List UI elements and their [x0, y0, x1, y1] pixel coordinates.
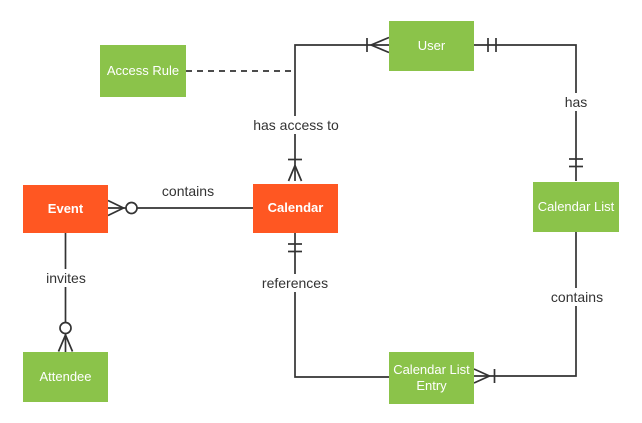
- entity-attendee-label: Attendee: [39, 368, 92, 384]
- entity-user: User: [389, 21, 474, 71]
- relationship-label-contains-calendarlist-entry: contains: [546, 288, 608, 306]
- entity-calendar-list-label: Calendar List: [537, 198, 615, 214]
- entity-calendar-list-entry-label: Calendar List Entry: [393, 361, 470, 393]
- relationship-label-contains-event-calendar: contains: [157, 182, 219, 200]
- cardinality-one-or-many-icon: [287, 158, 303, 182]
- entity-event: Event: [23, 185, 108, 233]
- cardinality-one-or-many-icon: [366, 36, 390, 54]
- entity-calendar-list-entry: Calendar List Entry: [389, 352, 474, 404]
- entity-calendar: Calendar: [253, 184, 338, 233]
- relationship-label-invites: invites: [42, 269, 90, 287]
- connector-has: [474, 38, 583, 181]
- connector-references: [288, 233, 389, 378]
- relationship-label-has: has: [560, 93, 592, 111]
- cardinality-exactly-one-icon: [487, 38, 497, 52]
- entity-attendee: Attendee: [23, 352, 108, 402]
- entity-access-rule-label: Access Rule: [106, 62, 180, 78]
- relationship-label-has-access-to: has access to: [249, 116, 343, 134]
- entity-user-label: User: [417, 37, 446, 53]
- entity-calendar-label: Calendar: [267, 200, 324, 216]
- connector-contains-calendarlist-entry: [473, 232, 577, 384]
- cardinality-zero-or-many-icon: [57, 321, 74, 352]
- entity-event-label: Event: [47, 200, 84, 216]
- cardinality-exactly-one-icon: [569, 158, 583, 168]
- connector-has-access-to: [287, 36, 390, 182]
- entity-calendar-list: Calendar List: [533, 182, 619, 232]
- connector-contains-event-calendar: [107, 199, 253, 217]
- cardinality-one-or-many-icon: [473, 368, 496, 384]
- connector-invites: [57, 233, 74, 352]
- cardinality-exactly-one-icon: [288, 243, 302, 253]
- relationship-label-references: references: [257, 274, 333, 292]
- entity-access-rule: Access Rule: [100, 45, 186, 97]
